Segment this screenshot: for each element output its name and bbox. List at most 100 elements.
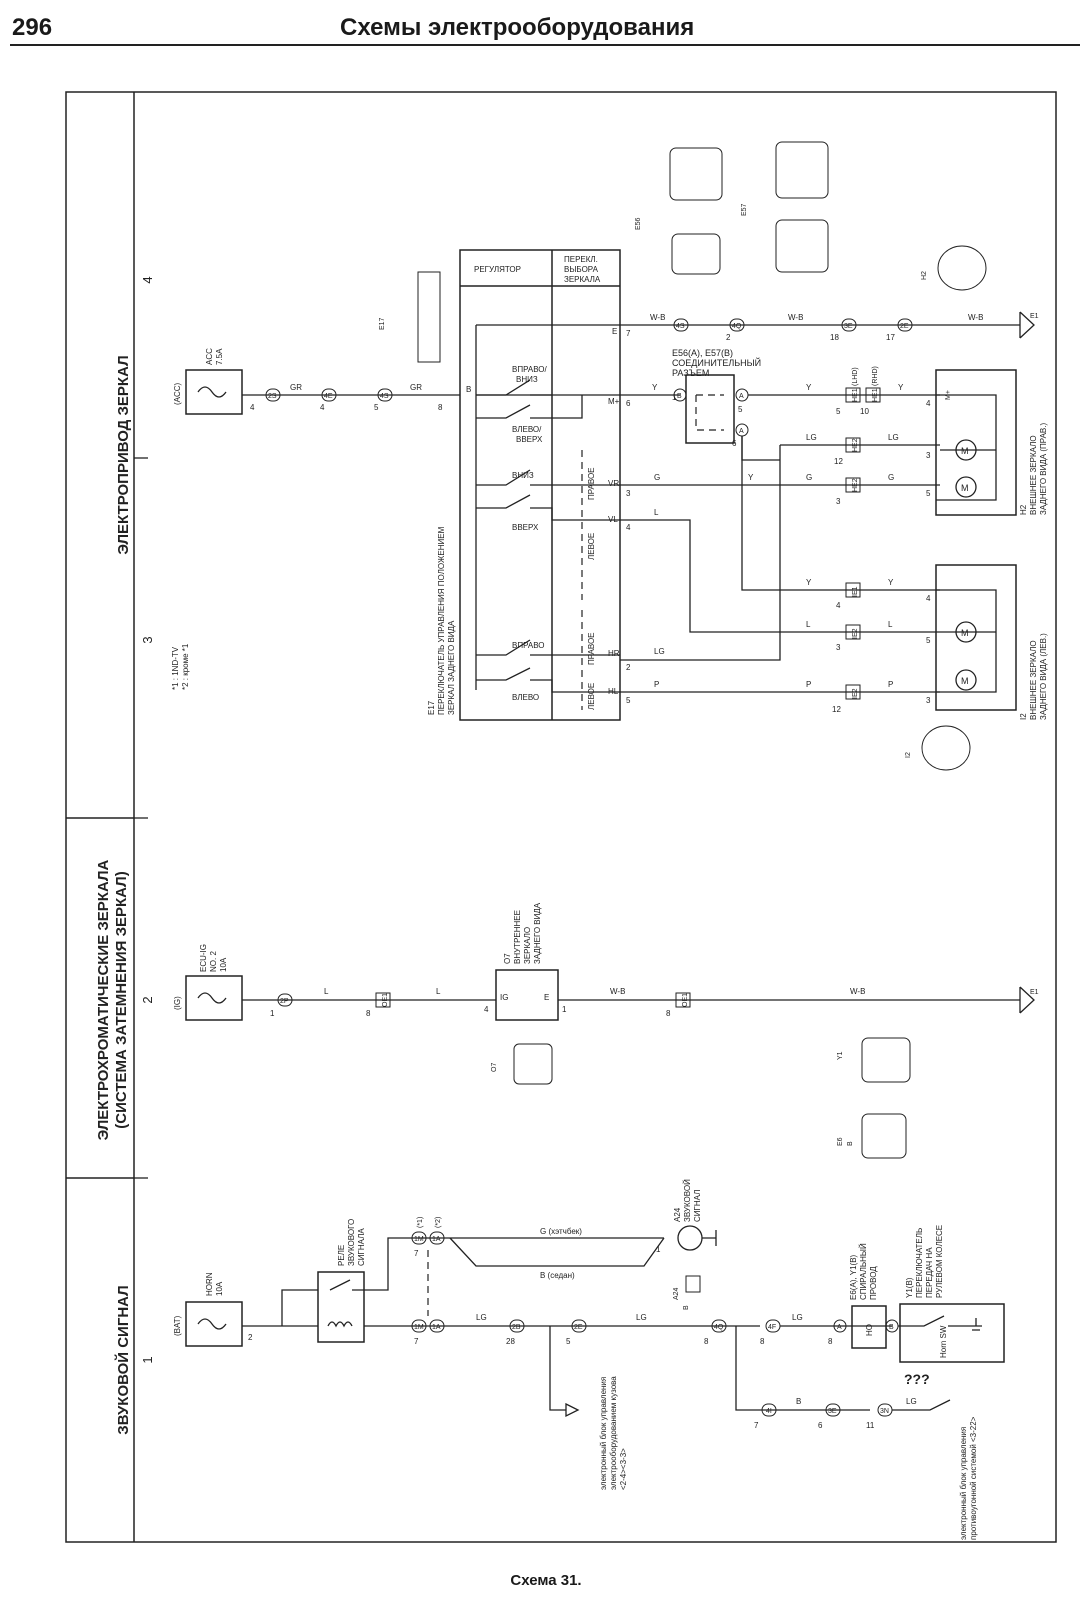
wire-label-p: P [654, 680, 659, 689]
pin-label: 4 [250, 403, 255, 412]
mirror-right-code: H2 [1019, 504, 1028, 515]
spiral-name: СПИРАЛЬНЫЙ [859, 1243, 868, 1300]
connector-he2 [845, 437, 861, 453]
connector-1a [429, 1319, 445, 1333]
switch-e17-name: ЗЕРКАЛ ЗАДНЕГО ВИДА [447, 620, 456, 715]
pin-label: 2 [248, 1333, 253, 1342]
diagram-frame [65, 91, 1057, 1543]
wire-label-p: P [888, 680, 893, 689]
variant-star1: (*1) [417, 1217, 424, 1228]
pin-label: 6 [626, 399, 631, 408]
horn-a24 [677, 1225, 703, 1251]
wire-label-wb: W-B [610, 987, 625, 996]
fuse-symbol [197, 992, 227, 1004]
grid-number-2: 2 [140, 996, 155, 1003]
connector-1a [429, 1231, 445, 1245]
connector-1m [411, 1231, 427, 1245]
connector-view-e57 [775, 141, 829, 199]
connector-view-y1 [861, 1037, 911, 1083]
connector-2s [265, 388, 281, 402]
wire-label-lg: LG [654, 647, 665, 656]
mirror-left-i2 [935, 564, 1017, 711]
body-ecu-ref: <2-4><3-3> [619, 1448, 628, 1490]
mirror-left-name: ВНЕШНЕЕ ЗЕРКАЛО [1029, 640, 1038, 720]
pin-label: 6 [818, 1421, 823, 1430]
ground-symbol [1019, 986, 1035, 1014]
motor-symbol: M [961, 446, 969, 456]
connector-he1 [865, 387, 881, 403]
section-subtitle-electrochromic: (СИСТЕМА ЗАТЕМНЕНИЯ ЗЕРКАЛ) [113, 871, 130, 1128]
motor-v-right [955, 476, 977, 498]
connector-4s [377, 388, 393, 402]
wire-horn-out [364, 1237, 450, 1291]
pin-label: 3 [836, 497, 841, 506]
junction-connector [685, 374, 735, 444]
label-right: ВПРАВО [512, 641, 545, 650]
connector-view-label: E57 [741, 203, 748, 216]
connector-label: 1A [432, 1324, 441, 1331]
label-left-up: ВЛЕВО/ [512, 425, 542, 434]
label-down: ВНИЗ [512, 471, 534, 480]
mirror-right-h2 [935, 369, 1017, 516]
pin-label: 8 [704, 1337, 709, 1346]
grid-number-3: 3 [140, 636, 155, 643]
wire-label-b: B [796, 1397, 801, 1406]
mirror-right-internal [936, 394, 997, 501]
pin-label: 2 [726, 333, 731, 342]
label-left-up: ВВЕРХ [516, 435, 543, 444]
connector-4q [729, 318, 745, 332]
switch-contact [476, 379, 552, 396]
connector-label: 3E [844, 323, 853, 330]
section-title-electrochromic: ЭЛЕКТРОХРОМАТИЧЕСКИЕ ЗЕРКАЛА [95, 860, 112, 1141]
connector-3e [841, 318, 857, 332]
pin-label: 5 [626, 696, 631, 705]
connector-view-a24 [685, 1275, 701, 1293]
connector-view-label: E56 [635, 217, 642, 230]
fuse-ecu-ig [185, 975, 243, 1021]
connector-label: 2S [268, 393, 277, 400]
connector-ie1 [845, 582, 861, 598]
wire-label-lg: LG [636, 1313, 647, 1322]
wire-label-wb: W-B [968, 313, 983, 322]
horn-switch-name: ПЕРЕДАЧ НА [925, 1247, 934, 1298]
label-left: ВЛЕВО [512, 693, 539, 702]
fuse-horn-name: HORN [205, 1272, 214, 1296]
wire-label-wb: W-B [788, 313, 803, 322]
wire-label-lg: LG [476, 1313, 487, 1322]
variant-lhd: (LHD) [852, 367, 859, 386]
spiral-name: ПРОВОД [869, 1266, 878, 1300]
connector-4i [761, 1403, 777, 1417]
mirror-left-code: I2 [1019, 713, 1028, 720]
connector-ie2 [845, 624, 861, 640]
connector-label: OE1 [682, 993, 689, 1007]
junction-pin-label: A [739, 393, 744, 400]
pin-label: 18 [830, 333, 839, 342]
connector-label: HE2 [852, 438, 859, 452]
connector-label: IE2 [852, 628, 859, 639]
pin-hr-label: HR [608, 649, 620, 658]
fuse-bat-source: (BAT) [173, 1315, 182, 1336]
switch-e17-name: ПЕРЕКЛЮЧАТЕЛЬ УПРАВЛЕНИЯ ПОЛОЖЕНИЕМ [437, 526, 446, 715]
inner-mirror-name: ВНУТРЕННЕЕ [513, 910, 522, 964]
connector-1m [411, 1319, 427, 1333]
fuse-horn [185, 1301, 243, 1347]
connector-view-o7 [513, 1043, 553, 1085]
connector-label: 2E [574, 1324, 583, 1331]
pin-label: 3 [926, 696, 931, 705]
pin-label: 7 [754, 1421, 759, 1430]
connector-oe1 [675, 992, 691, 1008]
label-up: ВВЕРХ [512, 523, 539, 532]
connector-label: 3E [828, 1408, 837, 1415]
pin-label: 5 [926, 636, 931, 645]
junction-pin-label: A [739, 428, 744, 435]
ground-symbol [1019, 311, 1035, 339]
connector-label: 2P [280, 998, 289, 1005]
connector-label: 4E [324, 393, 333, 400]
pin-label: 6 [732, 439, 737, 448]
connector-label: 4F [768, 1324, 776, 1331]
connector-label: 2B [512, 1324, 521, 1331]
label-right-position: ПРАВОЕ [587, 632, 596, 665]
pin-label: 10 [860, 407, 869, 416]
variant-star2: (*2) [435, 1217, 442, 1228]
